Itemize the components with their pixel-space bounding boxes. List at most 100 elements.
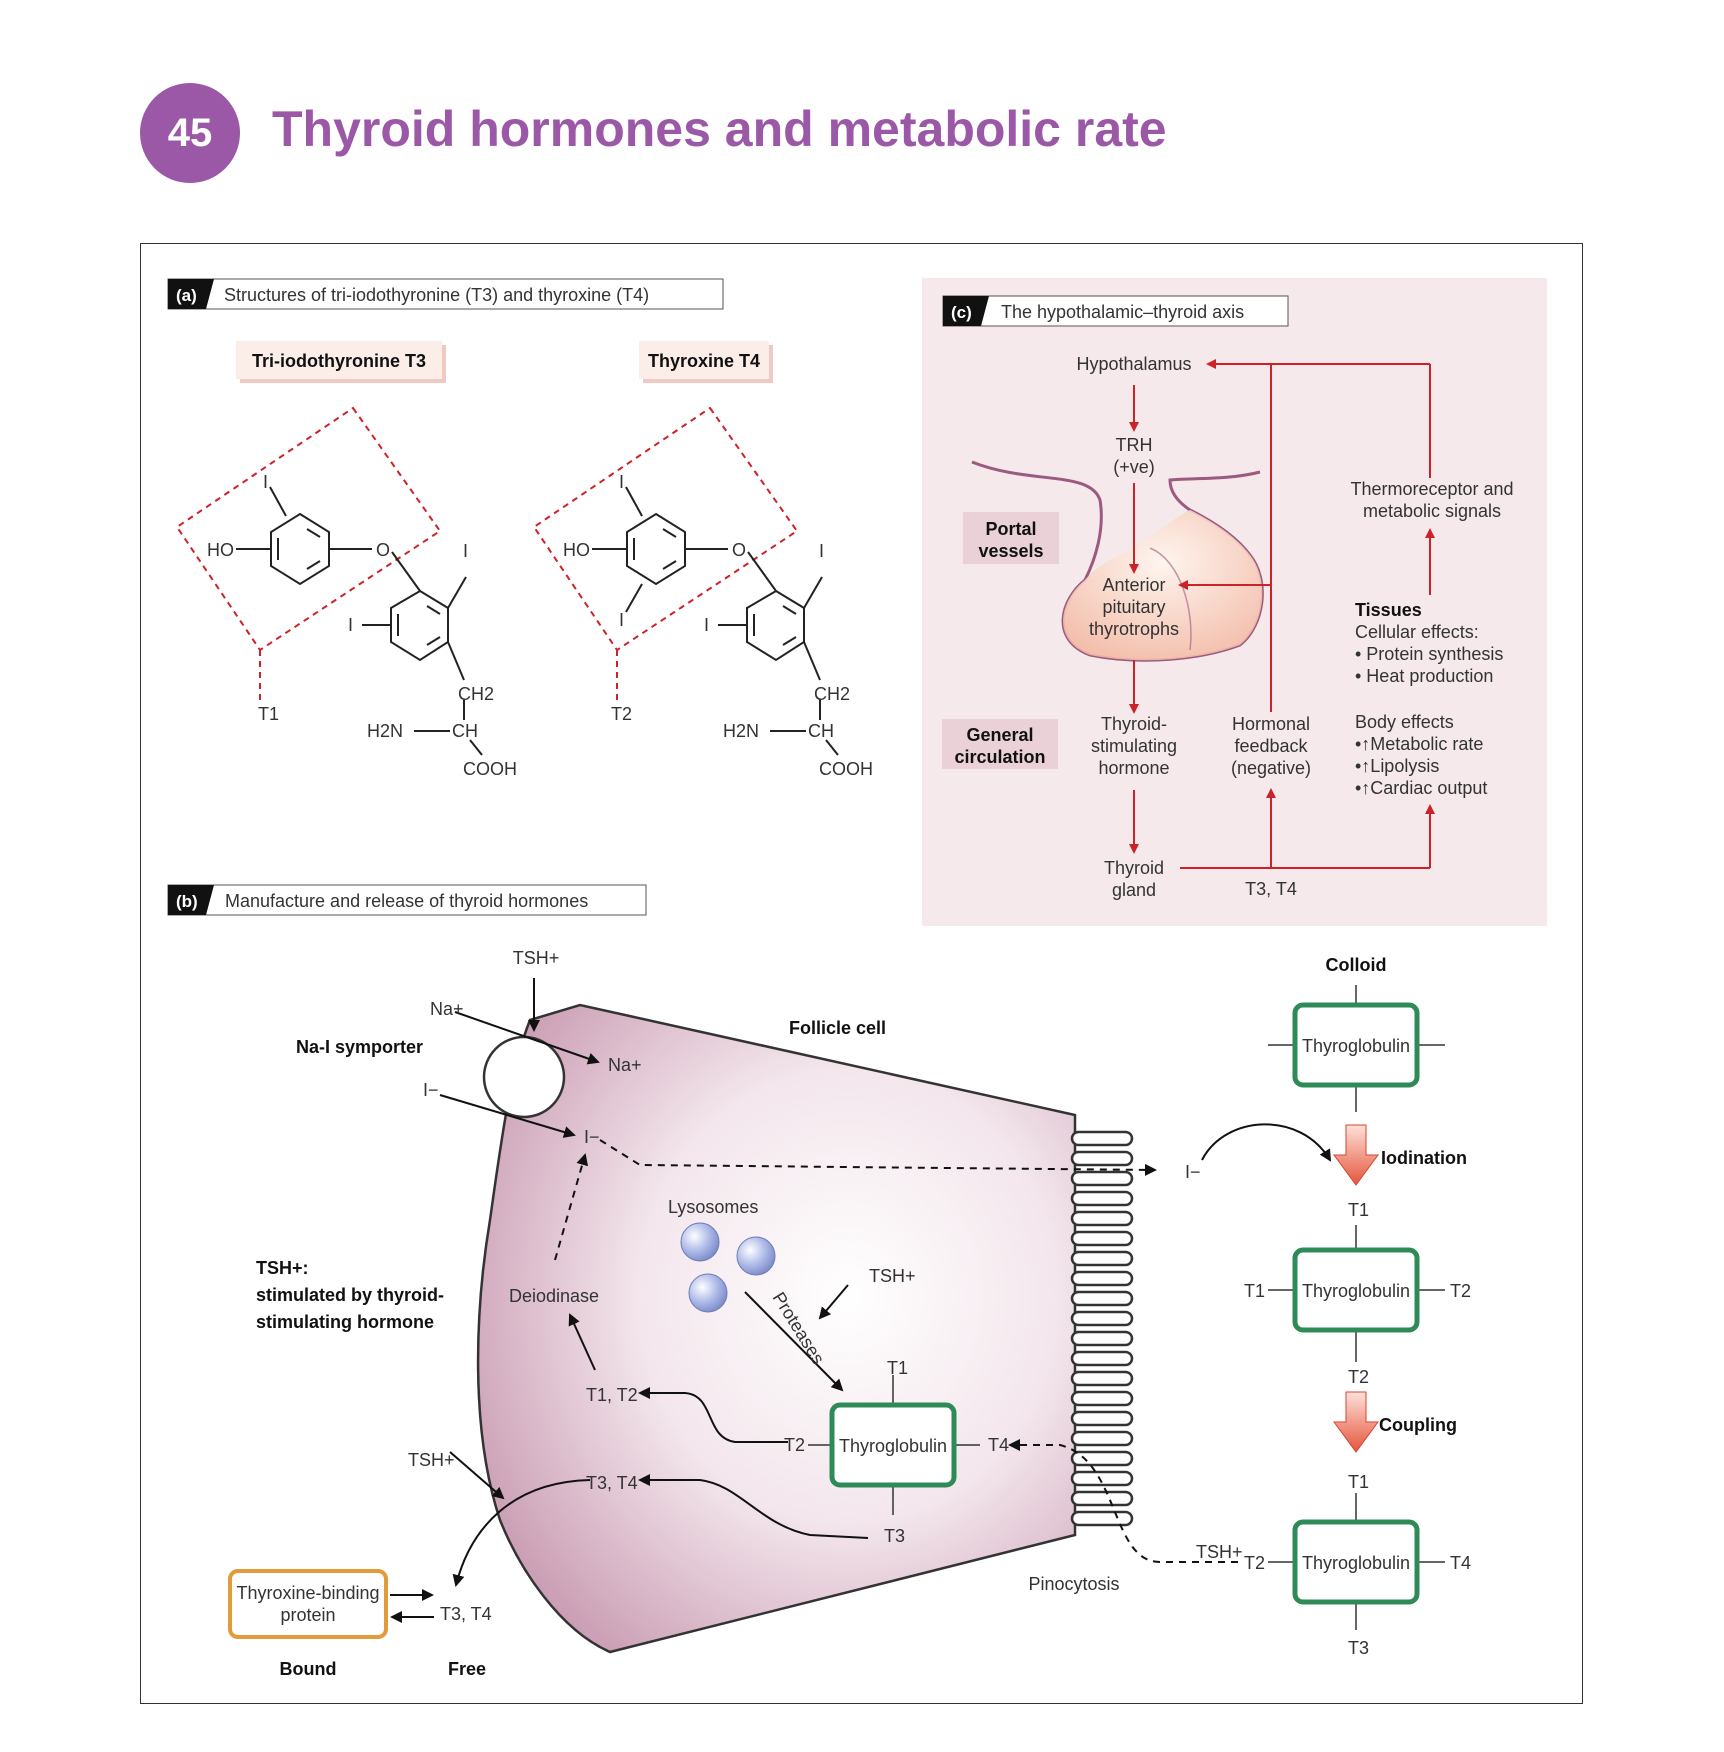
general-label-2: circulation — [954, 747, 1045, 767]
feedback-2: feedback — [1234, 736, 1308, 756]
tsh-note-title: TSH+: — [256, 1258, 309, 1278]
tsh-basal-label: TSH+ — [408, 1450, 455, 1470]
t4-ho: HO — [563, 540, 590, 560]
tsh-proteases-label: TSH+ — [869, 1266, 916, 1286]
t3-t4-intracellular-label: T3, T4 — [586, 1473, 638, 1493]
tsh-note-line-2: stimulating hormone — [256, 1312, 434, 1332]
t1-t2-label: T1, T2 — [586, 1385, 638, 1405]
general-label-1: General — [966, 725, 1033, 745]
free-label: Free — [448, 1659, 486, 1679]
panel-c-header: (c) The hypothalamic–thyroid axis — [942, 295, 1289, 327]
t3-structure — [175, 406, 483, 756]
t3-iodine-2: I — [463, 541, 468, 561]
na-internal-label: Na+ — [608, 1055, 642, 1075]
hypothalamus-label: Hypothalamus — [1076, 354, 1191, 374]
thyroglobulin-label: Thyroglobulin — [1302, 1036, 1410, 1056]
lipolysis: •↑Lipolysis — [1355, 756, 1439, 776]
pituitary-fill — [1063, 510, 1263, 661]
lysosome — [680, 1222, 720, 1262]
trh-sign: (+ve) — [1113, 457, 1155, 477]
t3-h2n: H2N — [367, 721, 403, 741]
portal-label-1: Portal — [985, 519, 1036, 539]
heat-production: • Heat production — [1355, 666, 1493, 686]
tsh-hormone-3: hormone — [1098, 758, 1169, 778]
anterior-pituitary-3: thyrotrophs — [1089, 619, 1179, 639]
cardiac-output: •↑Cardiac output — [1355, 778, 1487, 798]
t4-ch2: CH2 — [814, 684, 850, 704]
t3-oxygen: O — [376, 540, 390, 560]
t3-atoms: I HO O I I CH2 H2N CH COOH T1 — [207, 472, 517, 779]
t3-iodine-1: I — [263, 472, 268, 492]
microvilli — [1070, 1130, 1134, 1527]
tsh-top-label: TSH+ — [513, 948, 560, 968]
colloid-t1-label-1: T1 — [1348, 1200, 1369, 1220]
thyroglobulin-colloid-1: Thyroglobulin — [1268, 985, 1445, 1112]
anterior-pituitary-2: pituitary — [1102, 597, 1165, 617]
lysosome — [736, 1236, 776, 1276]
panel-b-header: (b) Manufacture and release of thyroid h… — [167, 884, 647, 916]
colloid-label: Colloid — [1326, 955, 1387, 975]
t3-label: Tri-iodothyronine T3 — [252, 351, 426, 371]
thyroglobulin-label: Thyroglobulin — [839, 1436, 947, 1456]
t3-ch: CH — [452, 721, 478, 741]
tissues-heading: Tissues — [1355, 600, 1422, 620]
thyroglobulin-intracellular: Thyroglobulin — [808, 1375, 980, 1515]
colloid-t4-label: T4 — [1450, 1553, 1471, 1573]
free-t3-t4-label: T3, T4 — [440, 1604, 492, 1624]
t4-t2-label: T2 — [611, 704, 632, 724]
tbp-label-2: protein — [280, 1605, 335, 1625]
t4-iodine-1: I — [619, 472, 624, 492]
t4-cooh: COOH — [819, 759, 873, 779]
metabolic-rate: •↑Metabolic rate — [1355, 734, 1483, 754]
tg-t2-label: T2 — [784, 1435, 805, 1455]
colloid-t1-label-2: T1 — [1244, 1281, 1265, 1301]
t4-atoms: I HO O I I I CH2 H2N CH COOH T2 — [563, 472, 873, 779]
thyroglobulin-label: Thyroglobulin — [1302, 1281, 1410, 1301]
t4-iodine-3: I — [819, 541, 824, 561]
panel-b: (b) Manufacture and release of thyroid h… — [167, 884, 1471, 1679]
page-title: Thyroid hormones and metabolic rate — [272, 101, 1167, 157]
t3-t1-label: T1 — [258, 704, 279, 724]
colloid-t2-label-2: T2 — [1348, 1367, 1369, 1387]
tsh-note-line-1: stimulated by thyroid- — [256, 1285, 444, 1305]
tbp-label-1: Thyroxine-binding — [236, 1583, 379, 1603]
t4-iodine-4: I — [704, 615, 709, 635]
iodination-arrow — [1333, 1124, 1379, 1186]
follicle-cell — [476, 1003, 1077, 1654]
trh-label: TRH — [1116, 435, 1153, 455]
t3-cooh: COOH — [463, 759, 517, 779]
thyroid-gland-2: gland — [1112, 880, 1156, 900]
t3-ch2: CH2 — [458, 684, 494, 704]
symporter-label: Na-I symporter — [296, 1037, 423, 1057]
t4-label-box — [639, 341, 769, 379]
thyroglobulin-colloid-2: Thyroglobulin — [1268, 1225, 1445, 1362]
na-i-symporter — [482, 1035, 566, 1119]
tsh-hormone-2: stimulating — [1091, 736, 1177, 756]
panel-b-title: Manufacture and release of thyroid hormo… — [225, 891, 588, 911]
t4-h2n: H2N — [723, 721, 759, 741]
t4-structure — [532, 406, 839, 756]
colloid-t3-label: T3 — [1348, 1638, 1369, 1658]
panel-a-header: (a) Structures of tri-iodothyronine (T3)… — [167, 278, 724, 310]
lysosomes-label: Lysosomes — [668, 1197, 758, 1217]
anterior-pituitary-1: Anterior — [1102, 575, 1165, 595]
coupling-arrow — [1333, 1391, 1379, 1453]
tg-t1-label: T1 — [887, 1358, 908, 1378]
figure-frame — [140, 243, 1583, 1704]
t4-label: Thyroxine T4 — [648, 351, 760, 371]
feedback-1: Hormonal — [1232, 714, 1310, 734]
lysosome — [688, 1273, 728, 1313]
body-effects: Body effects — [1355, 712, 1454, 732]
t4-ch: CH — [808, 721, 834, 741]
panel-c-letter: (c) — [951, 303, 972, 322]
deiodinase-label: Deiodinase — [509, 1286, 599, 1306]
thermoreceptor-1: Thermoreceptor and — [1350, 479, 1513, 499]
cellular-effects: Cellular effects: — [1355, 622, 1479, 642]
panel-b-arrows — [390, 978, 1332, 1623]
panel-c: (c) The hypothalamic–thyroid axis Portal… — [922, 278, 1547, 926]
tsh-pinocytosis-label: TSH+ — [1196, 1542, 1243, 1562]
iodination-label: Iodination — [1381, 1148, 1467, 1168]
pinocytosis-label: Pinocytosis — [1028, 1574, 1119, 1594]
thyroxine-binding-protein-box — [228, 1569, 388, 1639]
